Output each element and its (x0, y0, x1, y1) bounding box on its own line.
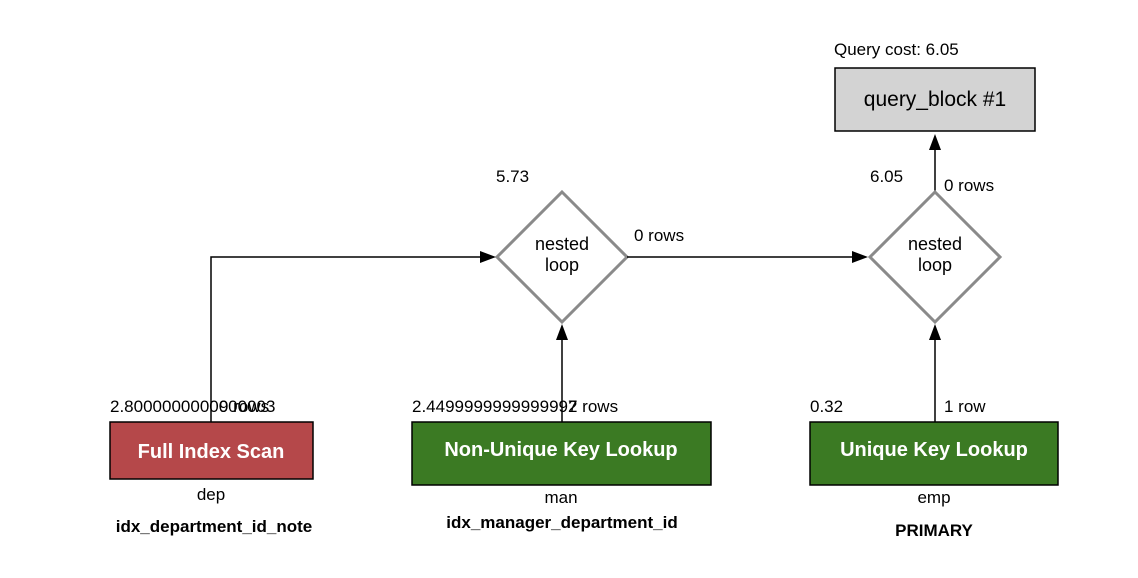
arrowhead-join-right (852, 251, 868, 263)
non-unique-key-lookup-label: Non-Unique Key Lookup (444, 439, 677, 461)
nested-loop-right-line2: loop (918, 255, 952, 275)
dep-cost: 2.8000000000000003 (110, 397, 275, 416)
arrowhead-join-right-bottom (929, 324, 941, 340)
unique-key-lookup-box[interactable] (809, 421, 1059, 486)
emp-rows: 1 row (944, 397, 986, 416)
full-index-scan-box[interactable] (109, 421, 314, 480)
nested-loop-right[interactable] (867, 189, 1003, 325)
query-block-box[interactable] (834, 67, 1036, 132)
query-block-label: query_block #1 (864, 88, 1006, 111)
join-left-cost: 5.73 (496, 167, 529, 186)
man-cost: 2.4499999999999997 (412, 397, 577, 416)
dep-index-name: idx_department_id_note (116, 517, 313, 536)
emp-table-name: emp (917, 488, 950, 507)
unique-key-lookup-label: Unique Key Lookup (840, 439, 1028, 461)
dep-rows: 9 rows (219, 397, 269, 416)
full-index-scan-label: Full Index Scan (138, 441, 285, 463)
arrowhead-query-block (929, 134, 941, 150)
man-index-name: idx_manager_department_id (446, 513, 677, 532)
nested-loop-left-line2: loop (545, 255, 579, 275)
nested-loop-left[interactable] (494, 189, 630, 325)
nested-loop-right-line1: nested (908, 234, 962, 254)
join-right-rows: 0 rows (944, 176, 994, 195)
emp-index-name: PRIMARY (895, 521, 973, 540)
join-left-rows: 0 rows (634, 226, 684, 245)
man-table-name: man (544, 488, 577, 507)
join-right-cost: 6.05 (870, 167, 903, 186)
query-cost-label: Query cost: 6.05 (834, 40, 959, 59)
edge-dep-to-join-left (210, 256, 480, 422)
arrowhead-join-left (480, 251, 496, 263)
non-unique-key-lookup-box[interactable] (411, 421, 712, 486)
emp-cost: 0.32 (810, 397, 843, 416)
arrowhead-join-left-bottom (556, 324, 568, 340)
nested-loop-left-line1: nested (535, 234, 589, 254)
man-rows: 2 rows (568, 397, 618, 416)
dep-table-name: dep (197, 485, 225, 504)
